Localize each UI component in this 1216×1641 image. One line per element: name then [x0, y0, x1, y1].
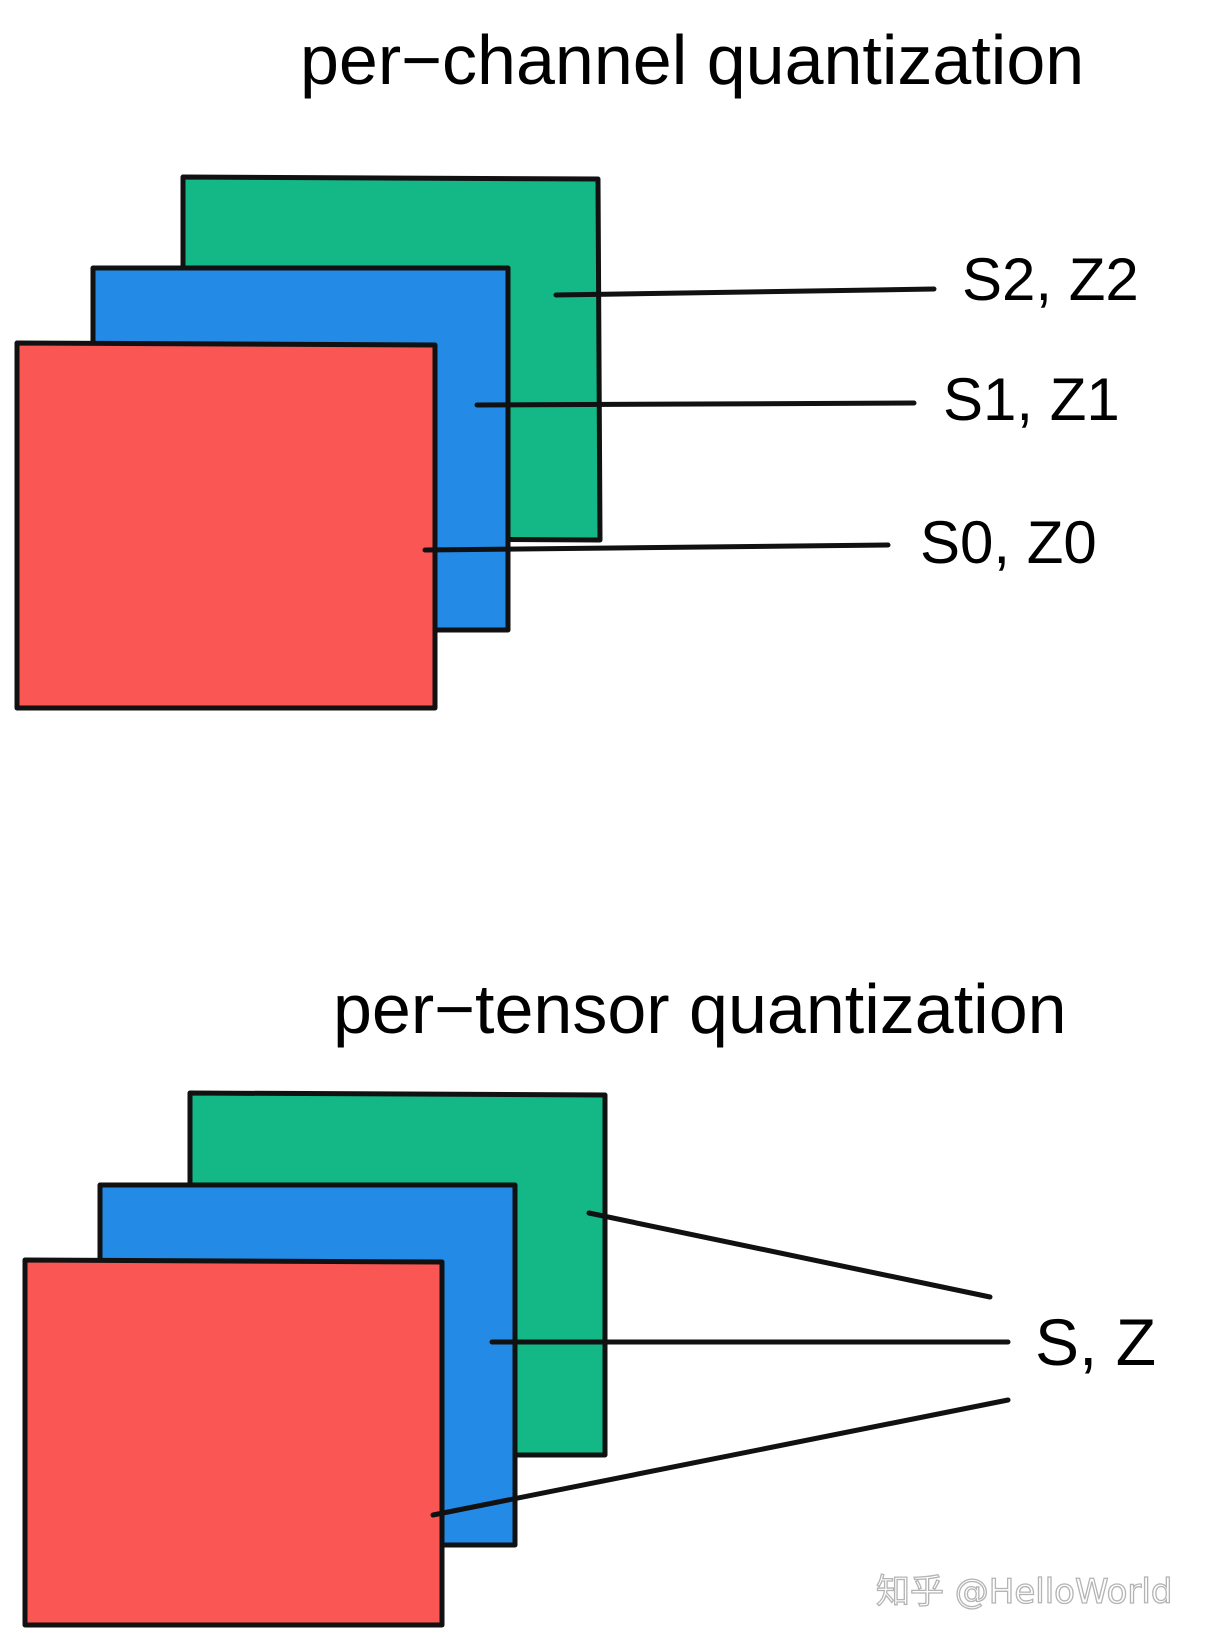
- per-channel-title: per−channel quantization: [300, 21, 1084, 99]
- zhihu-watermark: 知乎 @HelloWorld: [876, 1572, 1172, 1612]
- channel-0-red-square: [14, 340, 438, 711]
- per-channel-stack: [14, 174, 603, 711]
- per-tensor-stack: [22, 1090, 608, 1628]
- label-s-z: S, Z: [1035, 1305, 1156, 1379]
- leader-line-tensor-red: [430, 1397, 1011, 1518]
- leader-line-s2-z2: [553, 286, 937, 298]
- label-s0-z0: S0, Z0: [920, 509, 1097, 576]
- tensor-red-square: [22, 1257, 445, 1628]
- label-s1-z1: S1, Z1: [943, 366, 1120, 433]
- per-tensor-title: per−tensor quantization: [333, 970, 1067, 1048]
- leader-line-s0-z0: [422, 542, 891, 553]
- leader-line-tensor-green: [586, 1210, 993, 1300]
- label-s2-z2: S2, Z2: [962, 246, 1139, 313]
- leader-line-s1-z1: [474, 400, 917, 408]
